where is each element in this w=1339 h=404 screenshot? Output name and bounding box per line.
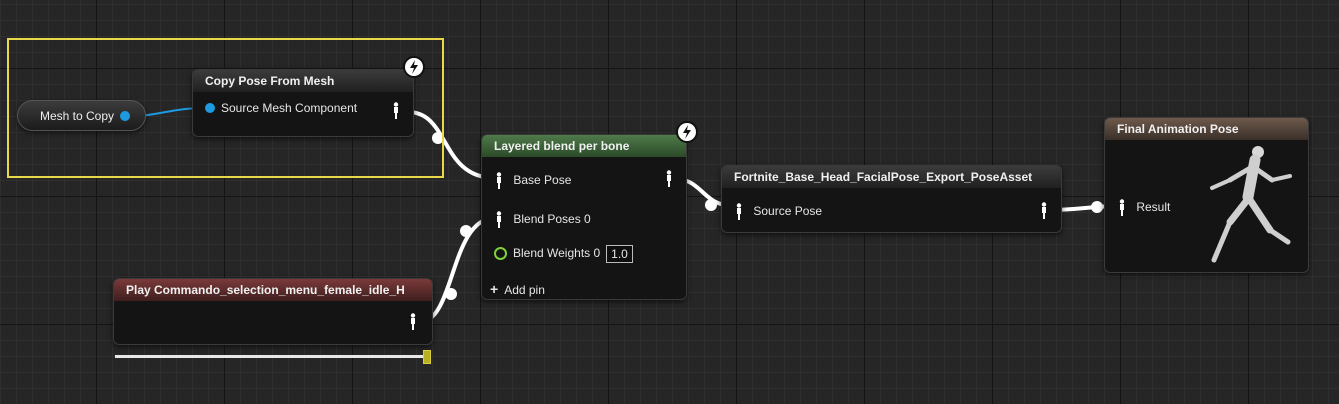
plus-icon: + xyxy=(490,281,499,297)
pose-input-pin-icon xyxy=(1119,199,1125,216)
pose-output-pin-icon[interactable] xyxy=(1039,202,1049,220)
pin-label: Blend Weights 0 xyxy=(513,246,601,260)
sequence-player-header: Play Commando_selection_menu_female_idle… xyxy=(114,279,432,301)
selection-box xyxy=(7,38,444,178)
copy-pose-node[interactable]: Copy Pose From Mesh Source Mesh Componen… xyxy=(192,69,414,137)
layered-blend-header: Layered blend per bone xyxy=(482,135,686,157)
pose-output-pin-icon[interactable] xyxy=(408,313,418,331)
pose-input-pin-icon xyxy=(496,211,502,228)
pin-label: Source Mesh Component xyxy=(221,101,358,115)
pin-label: Base Pose xyxy=(513,173,572,187)
final-animation-pose-node[interactable]: Final Animation Pose Result xyxy=(1104,117,1309,273)
pose-input-pin-icon xyxy=(496,172,502,189)
pose-asset-node[interactable]: Fortnite_Base_Head_FacialPose_Export_Pos… xyxy=(721,165,1062,233)
source-mesh-component-pin[interactable]: Source Mesh Component xyxy=(205,98,357,118)
base-pose-pin[interactable]: Base Pose xyxy=(494,170,571,190)
wire-copy-to-base xyxy=(407,110,496,180)
layered-blend-node[interactable]: Layered blend per bone Base Pose Blend P… xyxy=(481,134,687,300)
float-pin-icon xyxy=(494,247,507,261)
play-position-thumb[interactable] xyxy=(423,350,431,364)
pin-label: Source Pose xyxy=(753,204,823,218)
variable-label: Mesh to Copy xyxy=(40,109,115,123)
result-pin[interactable]: Result xyxy=(1117,197,1170,217)
fast-path-lightning-icon xyxy=(403,56,425,78)
pose-asset-header: Fortnite_Base_Head_FacialPose_Export_Pos… xyxy=(722,166,1061,188)
pin-label: Result xyxy=(1136,200,1171,214)
variable-output-pin[interactable] xyxy=(120,111,130,121)
pin-label: Blend Poses 0 xyxy=(513,212,591,226)
add-pin-button[interactable]: + Add pin xyxy=(490,279,545,299)
pose-output-pin-icon[interactable] xyxy=(391,102,401,120)
pose-output-pin-icon[interactable] xyxy=(664,170,674,188)
object-pin-icon xyxy=(205,103,215,113)
mesh-to-copy-variable-node[interactable]: Mesh to Copy xyxy=(17,100,146,131)
play-position-track xyxy=(115,355,431,358)
pose-input-pin-icon xyxy=(736,203,742,220)
copy-pose-header: Copy Pose From Mesh xyxy=(193,70,413,92)
add-pin-label: Add pin xyxy=(504,283,545,297)
blend-weight-input[interactable]: 1.0 xyxy=(606,244,633,263)
source-pose-pin[interactable]: Source Pose xyxy=(734,201,822,221)
fast-path-lightning-icon xyxy=(676,121,698,143)
running-mannequin-icon xyxy=(1210,146,1292,263)
sequence-player-node[interactable]: Play Commando_selection_menu_female_idle… xyxy=(113,278,433,345)
blend-poses-pin[interactable]: Blend Poses 0 xyxy=(494,209,591,229)
blend-weights-pin[interactable]: Blend Weights 0 1.0 xyxy=(494,243,633,263)
final-pose-header: Final Animation Pose xyxy=(1105,118,1308,140)
sequence-play-position-bar[interactable] xyxy=(115,349,431,364)
